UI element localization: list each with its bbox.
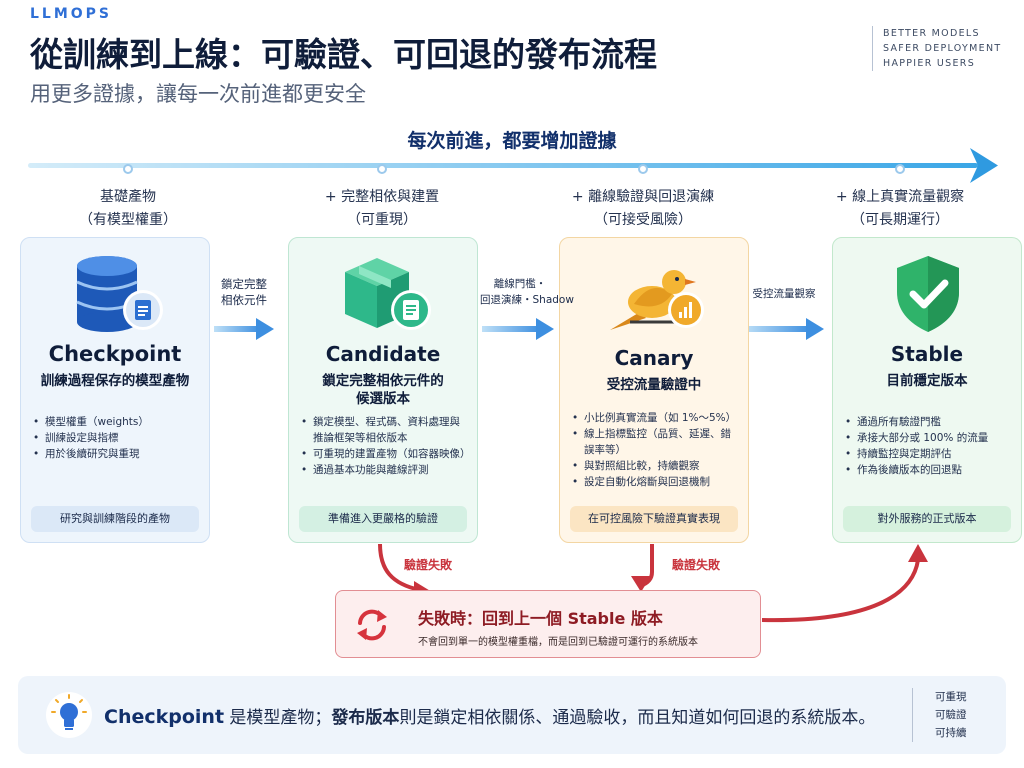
stage-card-stable: Stable 目前穩定版本 通過所有驗證門檻 承接大部分或 100% 的流量 持…	[832, 237, 1022, 543]
tagline-line: BETTER MODELS	[883, 28, 980, 39]
stage-bullets: 鎖定模型、程式碼、資料處理與推論框架等相依版本 可重現的建置產物（如容器映像） …	[301, 414, 471, 478]
list-item: 可重現的建置產物（如容器映像）	[301, 446, 471, 462]
stage-footer: 準備進入更嚴格的驗證	[299, 506, 467, 532]
connector-line: 受控流量觀察	[752, 288, 816, 300]
stage-head-line: 基礎產物	[100, 189, 156, 205]
page-subtitle: 用更多證據，讓每一次前進都更安全	[30, 82, 366, 106]
stage-head-candidate: + 完整相依與建置 （可重現）	[282, 186, 482, 229]
stage-footer: 在可控風險下驗證真實表現	[570, 506, 738, 532]
tagline: BETTER MODELS SAFER DEPLOYMENT HAPPIER U…	[872, 26, 1001, 71]
list-item: 通過基本功能與離線評測	[301, 462, 469, 478]
stage-head-line: （可接受風險）	[594, 212, 692, 228]
brand-label: LLMOPS	[30, 6, 113, 22]
stage-head-line: （有模型權重）	[79, 212, 177, 228]
stage-name: Canary	[614, 346, 694, 370]
property-item: 可驗證	[935, 709, 967, 721]
summary-bar: Checkpoint 是模型產物；發布版本則是鎖定相依關係、通過驗收，而且知道如…	[18, 676, 1006, 754]
page-title: 從訓練到上線：可驗證、可回退的發布流程	[30, 35, 657, 74]
stage-footer: 研究與訓練階段的產物	[31, 506, 199, 532]
list-item: 小比例真實流量（如 1%～5%）	[572, 410, 740, 426]
stage-desc: 目前穩定版本	[886, 373, 968, 389]
fail-label-right: 驗證失敗	[672, 558, 721, 572]
stage-desc: 訓練過程保存的模型產物	[40, 373, 190, 389]
stage-head-checkpoint: 基礎產物 （有模型權重）	[28, 186, 228, 229]
stage-head-stable: + 線上真實流量觀察 （可長期運行）	[800, 186, 1000, 229]
shield-check-icon	[897, 256, 959, 332]
stage-name: Checkpoint	[48, 342, 182, 366]
list-item: 用於後續研究與重現	[33, 446, 201, 462]
stage-bullets: 小比例真實流量（如 1%～5%） 線上指標監控（品質、延遲、錯誤率等） 與對照組…	[572, 410, 740, 490]
rollback-title: 失敗時：回到上一個 Stable 版本	[418, 609, 663, 628]
timeline-banner: 每次前進，都要增加證據	[407, 130, 617, 152]
list-item: 作為後續版本的回退點	[845, 462, 1013, 478]
list-item: 與對照組比較，持續觀察	[572, 458, 740, 474]
connector-label-3: 受控流量觀察	[744, 286, 824, 302]
summary-text: 則是鎖定相依關係、通過驗收，而且知道如何回退的系統版本。	[399, 708, 876, 728]
list-item: 鎖定模型、程式碼、資料處理與推論框架等相依版本	[301, 414, 469, 446]
list-item: 設定自動化熔斷與回退機制	[572, 474, 740, 490]
list-item: 模型權重（weights）	[33, 414, 201, 430]
package-box-icon	[345, 258, 431, 330]
summary-message: Checkpoint 是模型產物；發布版本則是鎖定相依關係、通過驗收，而且知道如…	[104, 703, 875, 728]
refresh-icon	[357, 609, 387, 641]
stage-card-candidate: Candidate 鎖定完整相依元件的 候選版本 鎖定模型、程式碼、資料處理與推…	[288, 237, 478, 543]
connector-line: 離線門檻・	[493, 278, 547, 290]
connector-line: 相依元件	[221, 293, 267, 307]
stage-bullets: 模型權重（weights） 訓練設定與指標 用於後續研究與重現	[33, 414, 201, 462]
summary-text: 是模型產物；	[224, 708, 332, 728]
tagline-line: HAPPIER USERS	[883, 58, 976, 69]
connector-label-2: 離線門檻・ 回退演練・Shadow	[480, 276, 574, 308]
stage-head-line: （可長期運行）	[851, 212, 949, 228]
fail-arrow-right-head	[631, 576, 651, 592]
list-item: 線上指標監控（品質、延遲、錯誤率等）	[572, 426, 740, 458]
summary-checkpoint: Checkpoint	[104, 706, 225, 728]
stage-head-line: （可重現）	[347, 212, 417, 228]
stage-name: Candidate	[325, 342, 441, 366]
stage-head-line: + 完整相依與建置	[324, 189, 440, 205]
connector-arrow-1	[214, 318, 274, 340]
rollback-subtitle: 不會回到單一的模型權重檔，而是回到已驗證可運行的系統版本	[418, 637, 698, 648]
stage-desc: 受控流量驗證中	[606, 377, 702, 393]
connector-line: 鎖定完整	[221, 277, 267, 291]
canary-bird-icon	[610, 270, 704, 330]
summary-properties: 可重現 可驗證 可持續	[912, 688, 967, 742]
stage-name: Stable	[890, 342, 964, 366]
rollback-to-stable-arrow	[761, 559, 920, 623]
property-item: 可持續	[935, 727, 967, 739]
list-item: 訓練設定與指標	[33, 430, 201, 446]
rollback-arrow-head	[908, 544, 928, 562]
rollback-box: 失敗時：回到上一個 Stable 版本 不會回到單一的模型權重檔，而是回到已驗證…	[335, 590, 761, 658]
stage-bullets: 通過所有驗證門檻 承接大部分或 100% 的流量 持續監控與定期評估 作為後續版…	[845, 414, 1013, 478]
connector-arrow-3	[744, 318, 824, 340]
property-item: 可重現	[935, 691, 967, 703]
connector-line: 回退演練・Shadow	[480, 294, 574, 306]
stage-head-line: + 線上真實流量觀察	[835, 189, 965, 205]
stage-head-canary: + 離線驗證與回退演練 （可接受風險）	[543, 186, 743, 229]
connector-label-1: 鎖定完整 相依元件	[208, 276, 280, 308]
summary-bold: 發布版本	[331, 708, 400, 728]
stage-card-canary: Canary 受控流量驗證中 小比例真實流量（如 1%～5%） 線上指標監控（品…	[559, 237, 749, 543]
stage-head-line: + 離線驗證與回退演練	[571, 189, 715, 205]
tagline-line: SAFER DEPLOYMENT	[883, 43, 1002, 54]
list-item: 承接大部分或 100% 的流量	[845, 430, 1013, 446]
fail-label-left: 驗證失敗	[404, 558, 453, 572]
database-icon	[76, 256, 163, 332]
list-item: 持續監控與定期評估	[845, 446, 1013, 462]
stage-footer: 對外服務的正式版本	[843, 506, 1011, 532]
stage-desc: 鎖定完整相依元件的 候選版本	[322, 373, 444, 407]
stage-card-checkpoint: Checkpoint 訓練過程保存的模型產物 模型權重（weights） 訓練設…	[20, 237, 210, 543]
list-item: 通過所有驗證門檻	[845, 414, 1013, 430]
timeline-arrow	[28, 148, 998, 183]
lightbulb-icon	[46, 692, 92, 738]
fail-arrow-left	[378, 543, 421, 592]
connector-arrow-2	[482, 318, 554, 340]
